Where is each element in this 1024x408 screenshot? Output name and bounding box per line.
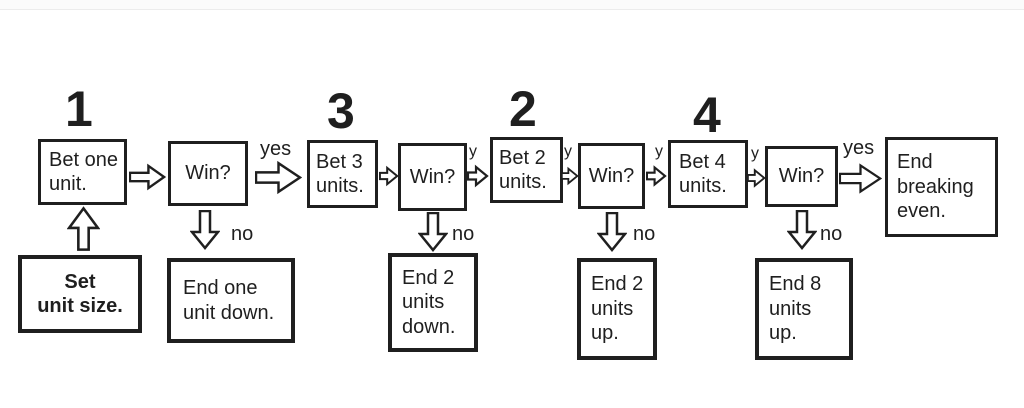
arrow-win3-to-bet4-icon <box>646 165 667 187</box>
top-edge-divider <box>0 0 1024 10</box>
step-number-3: 3 <box>327 83 355 139</box>
arrow-no-win4-down-icon <box>787 210 817 250</box>
node-bet-4-units: Bet 4 units. <box>668 140 748 208</box>
arrow-yes-win4-to-end-icon <box>839 163 882 194</box>
arrow-bet4-to-win4-icon <box>747 168 766 188</box>
arrow-no-win3-down-icon <box>597 212 627 252</box>
arrow-yes-win1-to-bet3-icon <box>255 160 302 195</box>
node-end-8-units-up: End 8 units up. <box>755 258 853 360</box>
node-win-3: Win? <box>578 143 645 209</box>
edge-label-no-1: no <box>231 223 254 245</box>
step-number-4: 4 <box>693 87 721 143</box>
edge-label-y-after-bet4: y <box>751 145 759 162</box>
node-set-unit-size: Set unit size. <box>18 255 142 333</box>
node-bet-3-units: Bet 3 units. <box>307 140 378 208</box>
edge-label-no-4: no <box>820 223 843 245</box>
step-number-1: 1 <box>65 81 93 137</box>
arrow-bet-one-to-win1-icon <box>129 163 166 191</box>
arrow-bet2-to-win3-icon <box>561 166 579 186</box>
arrow-win2-to-bet2-icon <box>467 164 489 188</box>
node-bet-one-unit: Bet one unit. <box>38 139 127 205</box>
edge-label-y-after-win2: y <box>469 143 477 160</box>
arrow-set-unit-up-icon <box>67 206 100 251</box>
edge-label-no-3: no <box>633 223 656 245</box>
arrow-no-win1-down-icon <box>190 210 220 250</box>
edge-label-y-after-bet2: y <box>564 143 572 160</box>
edge-label-y-after-win3: y <box>655 143 663 160</box>
node-end-2-units-up: End 2 units up. <box>577 258 657 360</box>
node-bet-2-units: Bet 2 units. <box>490 137 563 203</box>
node-end-one-unit-down: End one unit down. <box>167 258 295 343</box>
step-number-2: 2 <box>509 81 537 137</box>
node-win-4: Win? <box>765 146 838 207</box>
arrow-bet3-to-win2-icon <box>379 165 399 187</box>
edge-label-no-2: no <box>452 223 475 245</box>
node-win-2: Win? <box>398 143 467 211</box>
node-win-1: Win? <box>168 141 248 206</box>
node-end-2-units-down: End 2 units down. <box>388 253 478 352</box>
arrow-no-win2-down-icon <box>418 212 448 252</box>
edge-label-yes-1: yes <box>260 138 292 160</box>
edge-label-yes-4: yes <box>843 137 875 159</box>
node-end-breaking-even: End breaking even. <box>885 137 998 237</box>
